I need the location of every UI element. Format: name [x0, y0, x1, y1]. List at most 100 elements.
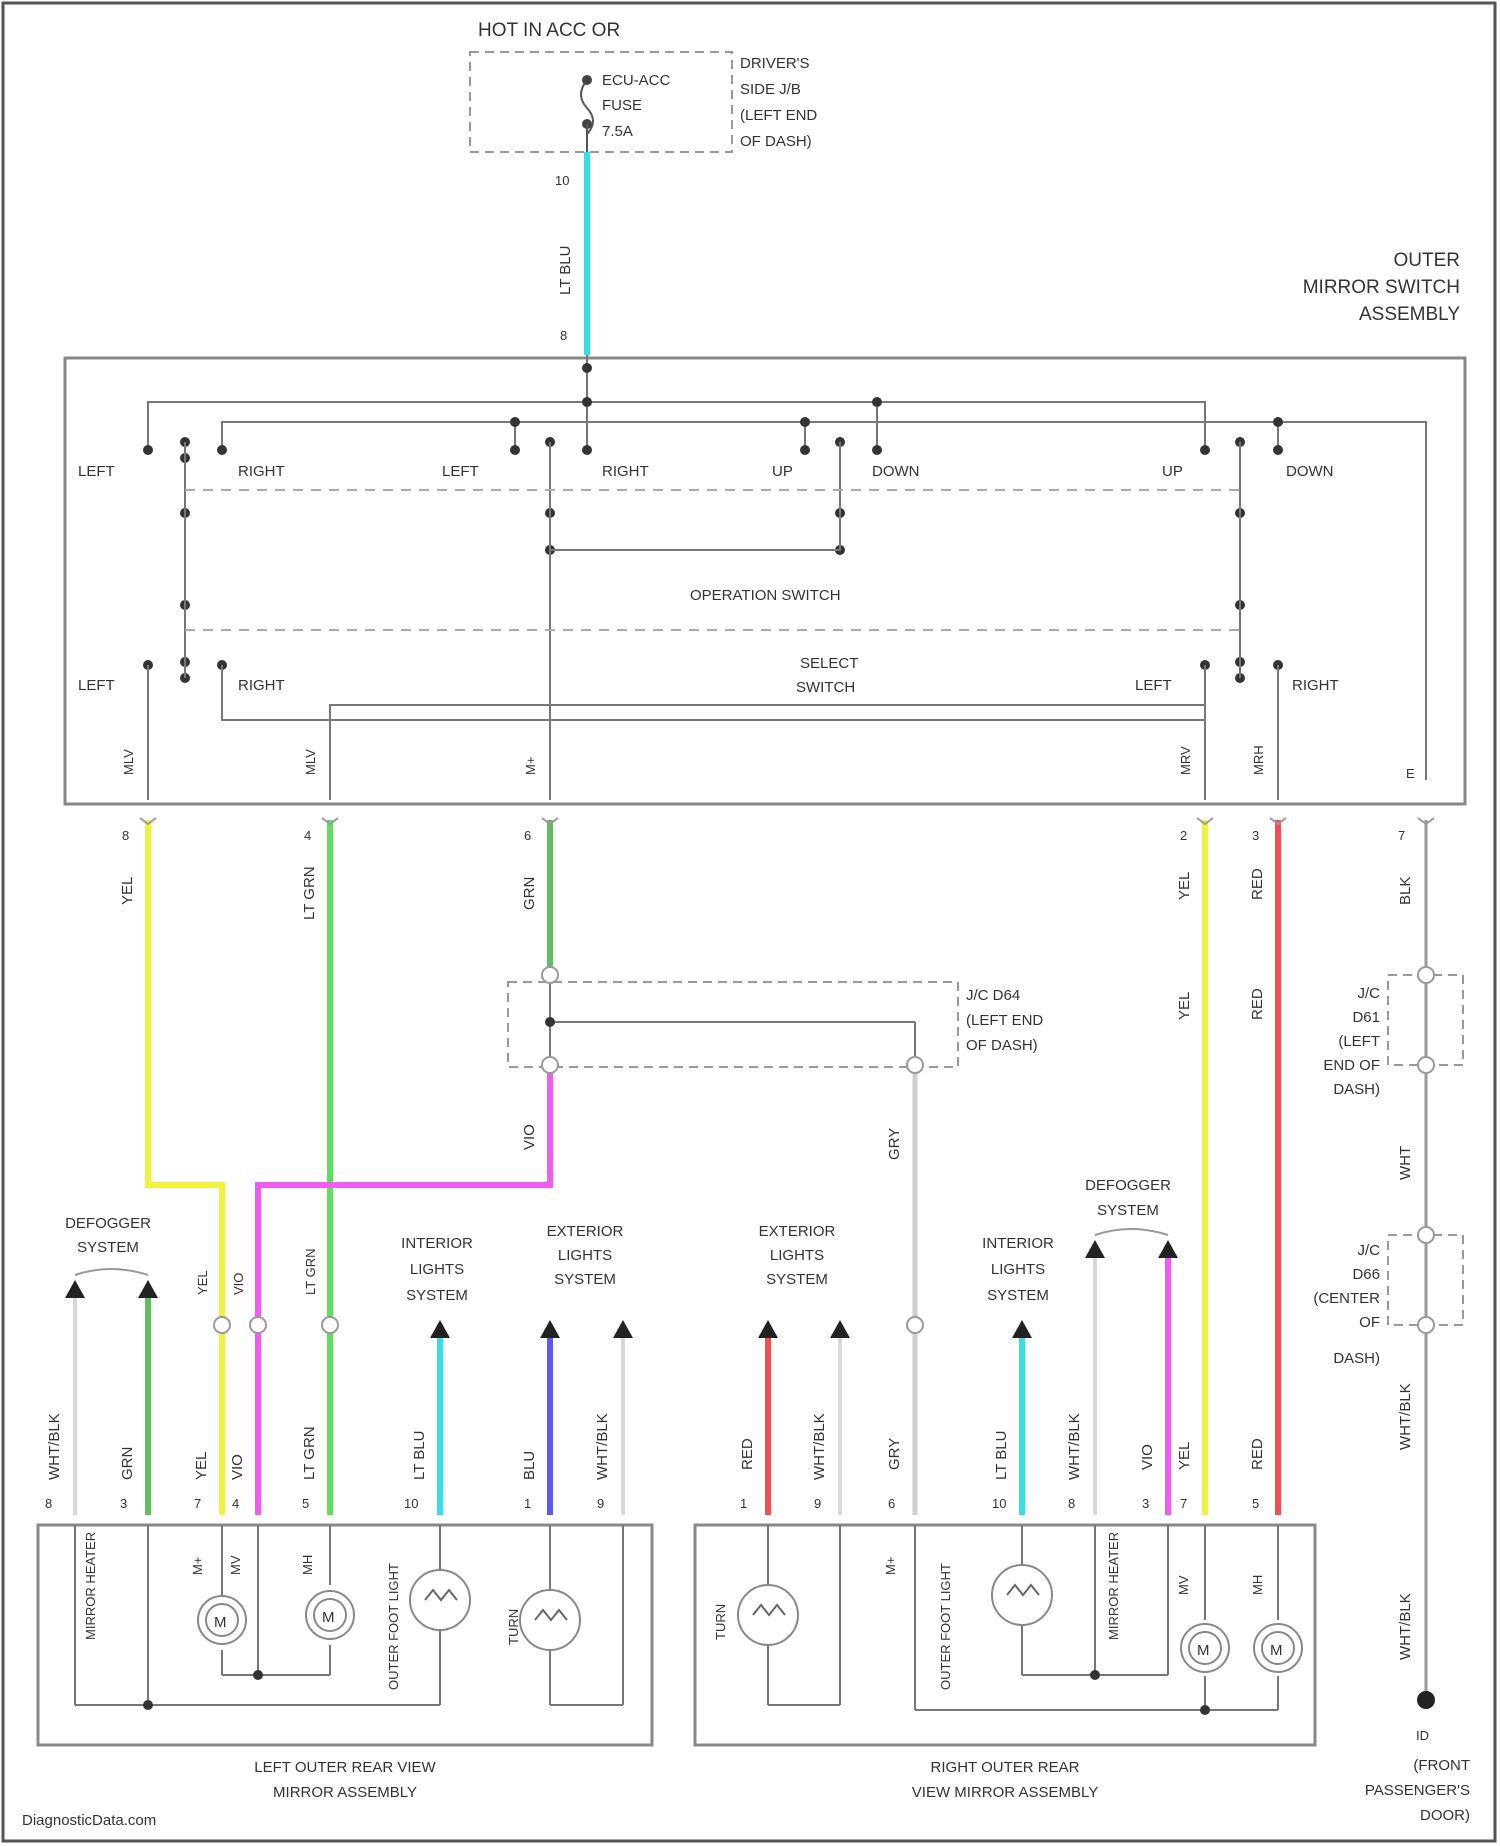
svg-text:GRN: GRN: [119, 1447, 136, 1480]
ground-label-2: PASSENGER'S: [1365, 1782, 1470, 1799]
svg-text:VIO: VIO: [1139, 1444, 1156, 1470]
jc-d61-label-4: END OF: [1323, 1057, 1380, 1074]
svg-text:10: 10: [404, 1496, 418, 1511]
label-up-2: UP: [1162, 463, 1183, 480]
svg-text:7: 7: [194, 1496, 201, 1511]
pin-mplus: 6: [524, 828, 531, 843]
svg-text:VIO: VIO: [229, 1454, 246, 1480]
jb-label-1: DRIVER'S: [740, 55, 810, 72]
jc-d61-label-1: J/C: [1358, 985, 1381, 1002]
right-defogger-1: DEFOGGER: [1085, 1177, 1171, 1194]
svg-text:BLU: BLU: [521, 1451, 538, 1480]
right-pins: 1 9 6 10 8 3 7 5: [740, 1496, 1259, 1511]
wire-label-yel-left: YEL: [119, 877, 136, 905]
jc-d66-label-1: J/C: [1358, 1242, 1381, 1259]
right-comp-mh: MH: [1250, 1575, 1265, 1595]
terminal-mrh: MRH: [1251, 745, 1266, 775]
svg-text:YEL: YEL: [1176, 1442, 1193, 1470]
left-exterior-2: LIGHTS: [558, 1247, 612, 1264]
svg-text:WHT/BLK: WHT/BLK: [1066, 1413, 1083, 1480]
left-comp-heater: MIRROR HEATER: [83, 1532, 98, 1640]
right-interior-1: INTERIOR: [982, 1235, 1054, 1252]
left-exterior-3: SYSTEM: [554, 1271, 616, 1288]
label-right-2: RIGHT: [602, 463, 649, 480]
left-interior-1: INTERIOR: [401, 1235, 473, 1252]
jb-label-2: SIDE J/B: [740, 81, 801, 98]
ground-point: [1417, 1691, 1435, 1709]
svg-text:WHT/BLK: WHT/BLK: [811, 1413, 828, 1480]
pin-left-ltgrn: 4: [304, 828, 311, 843]
right-mirror-title-1: RIGHT OUTER REAR: [931, 1759, 1080, 1776]
svg-text:1: 1: [524, 1496, 531, 1511]
right-defogger-2: SYSTEM: [1097, 1202, 1159, 1219]
left-mirror-title-1: LEFT OUTER REAR VIEW: [254, 1759, 436, 1776]
label-left-4: LEFT: [1135, 677, 1172, 694]
right-motor-mv: M: [1181, 1624, 1229, 1672]
svg-text:5: 5: [1252, 1496, 1259, 1511]
pin-right-yel: 2: [1180, 828, 1187, 843]
left-splice-yel: YEL: [195, 1270, 210, 1295]
jc-d66-label-4: OF: [1359, 1314, 1380, 1331]
jc-d66-label-3: (CENTER: [1313, 1290, 1380, 1307]
select-switch-label-2: SWITCH: [796, 679, 855, 696]
watermark: DiagnosticData.com: [22, 1812, 156, 1829]
svg-text:M: M: [1270, 1642, 1283, 1659]
left-interior-3: SYSTEM: [406, 1287, 468, 1304]
label-left-1: LEFT: [78, 463, 115, 480]
label-down-2: DOWN: [1286, 463, 1334, 480]
wire-label-blk: BLK: [1397, 877, 1414, 905]
svg-text:8: 8: [45, 1496, 52, 1511]
terminal-mrv: MRV: [1178, 746, 1193, 775]
right-exterior-1: EXTERIOR: [759, 1223, 836, 1240]
ground-label-1: (FRONT: [1413, 1757, 1470, 1774]
feed-pin-top: 10: [555, 173, 569, 188]
label-right-3: RIGHT: [238, 677, 285, 694]
hot-label: HOT IN ACC OR: [478, 20, 620, 41]
svg-text:LT GRN: LT GRN: [301, 1426, 318, 1480]
svg-text:M: M: [1197, 1642, 1210, 1659]
svg-text:3: 3: [120, 1496, 127, 1511]
pin-left-yel: 8: [122, 828, 129, 843]
left-foot-light-icon: [410, 1570, 470, 1630]
svg-text:GRY: GRY: [886, 1438, 903, 1470]
svg-text:RED: RED: [1249, 1438, 1266, 1470]
label-left-2: LEFT: [442, 463, 479, 480]
jc-d61-label-5: DASH): [1333, 1081, 1380, 1098]
wire-label-ltgrn-left: LT GRN: [301, 866, 318, 920]
label-right-1: RIGHT: [238, 463, 285, 480]
jb-label-3: (LEFT END: [740, 107, 817, 124]
right-motor-mh: M: [1254, 1624, 1302, 1672]
terminal-mplus: M+: [523, 757, 538, 775]
right-junction-2: [1200, 1705, 1210, 1715]
terminal-mlv-2: MLV: [303, 749, 318, 775]
jc-d64-label-2: (LEFT END: [966, 1012, 1043, 1029]
svg-text:LT BLU: LT BLU: [411, 1431, 428, 1480]
right-exterior-2: LIGHTS: [770, 1247, 824, 1264]
left-mirror-title-2: MIRROR ASSEMBLY: [273, 1784, 417, 1801]
svg-text:3: 3: [1142, 1496, 1149, 1511]
switch-title-1: OUTER: [1394, 250, 1461, 271]
jc-d66-label-5: DASH): [1333, 1350, 1380, 1367]
svg-text:8: 8: [1068, 1496, 1075, 1511]
left-turn-light-icon: [520, 1590, 580, 1650]
wire-label-red-right-2: RED: [1249, 988, 1266, 1020]
jc-d64-vio-label: VIO: [521, 1124, 538, 1150]
right-comp-heater: MIRROR HEATER: [1106, 1532, 1121, 1640]
jc-d64-label-3: OF DASH): [966, 1037, 1038, 1054]
svg-text:6: 6: [888, 1496, 895, 1511]
right-interior-2: LIGHTS: [991, 1261, 1045, 1278]
page-border: [3, 3, 1495, 1841]
right-mirror-title-2: VIEW MIRROR ASSEMBLY: [912, 1784, 1098, 1801]
right-turn-light-icon: [738, 1585, 798, 1645]
right-junction-1: [1090, 1670, 1100, 1680]
switch-title-3: ASSEMBLY: [1359, 304, 1460, 325]
right-foot-light-icon: [992, 1565, 1052, 1625]
left-defogger-1: DEFOGGER: [65, 1215, 151, 1232]
svg-text:M: M: [214, 1614, 227, 1631]
left-interior-2: LIGHTS: [410, 1261, 464, 1278]
left-comp-turn: TURN: [506, 1609, 521, 1645]
svg-text:7: 7: [1180, 1496, 1187, 1511]
left-junction-1: [143, 1700, 153, 1710]
fuse-dot-top: [582, 75, 592, 85]
fuse-label-2: FUSE: [602, 97, 642, 114]
